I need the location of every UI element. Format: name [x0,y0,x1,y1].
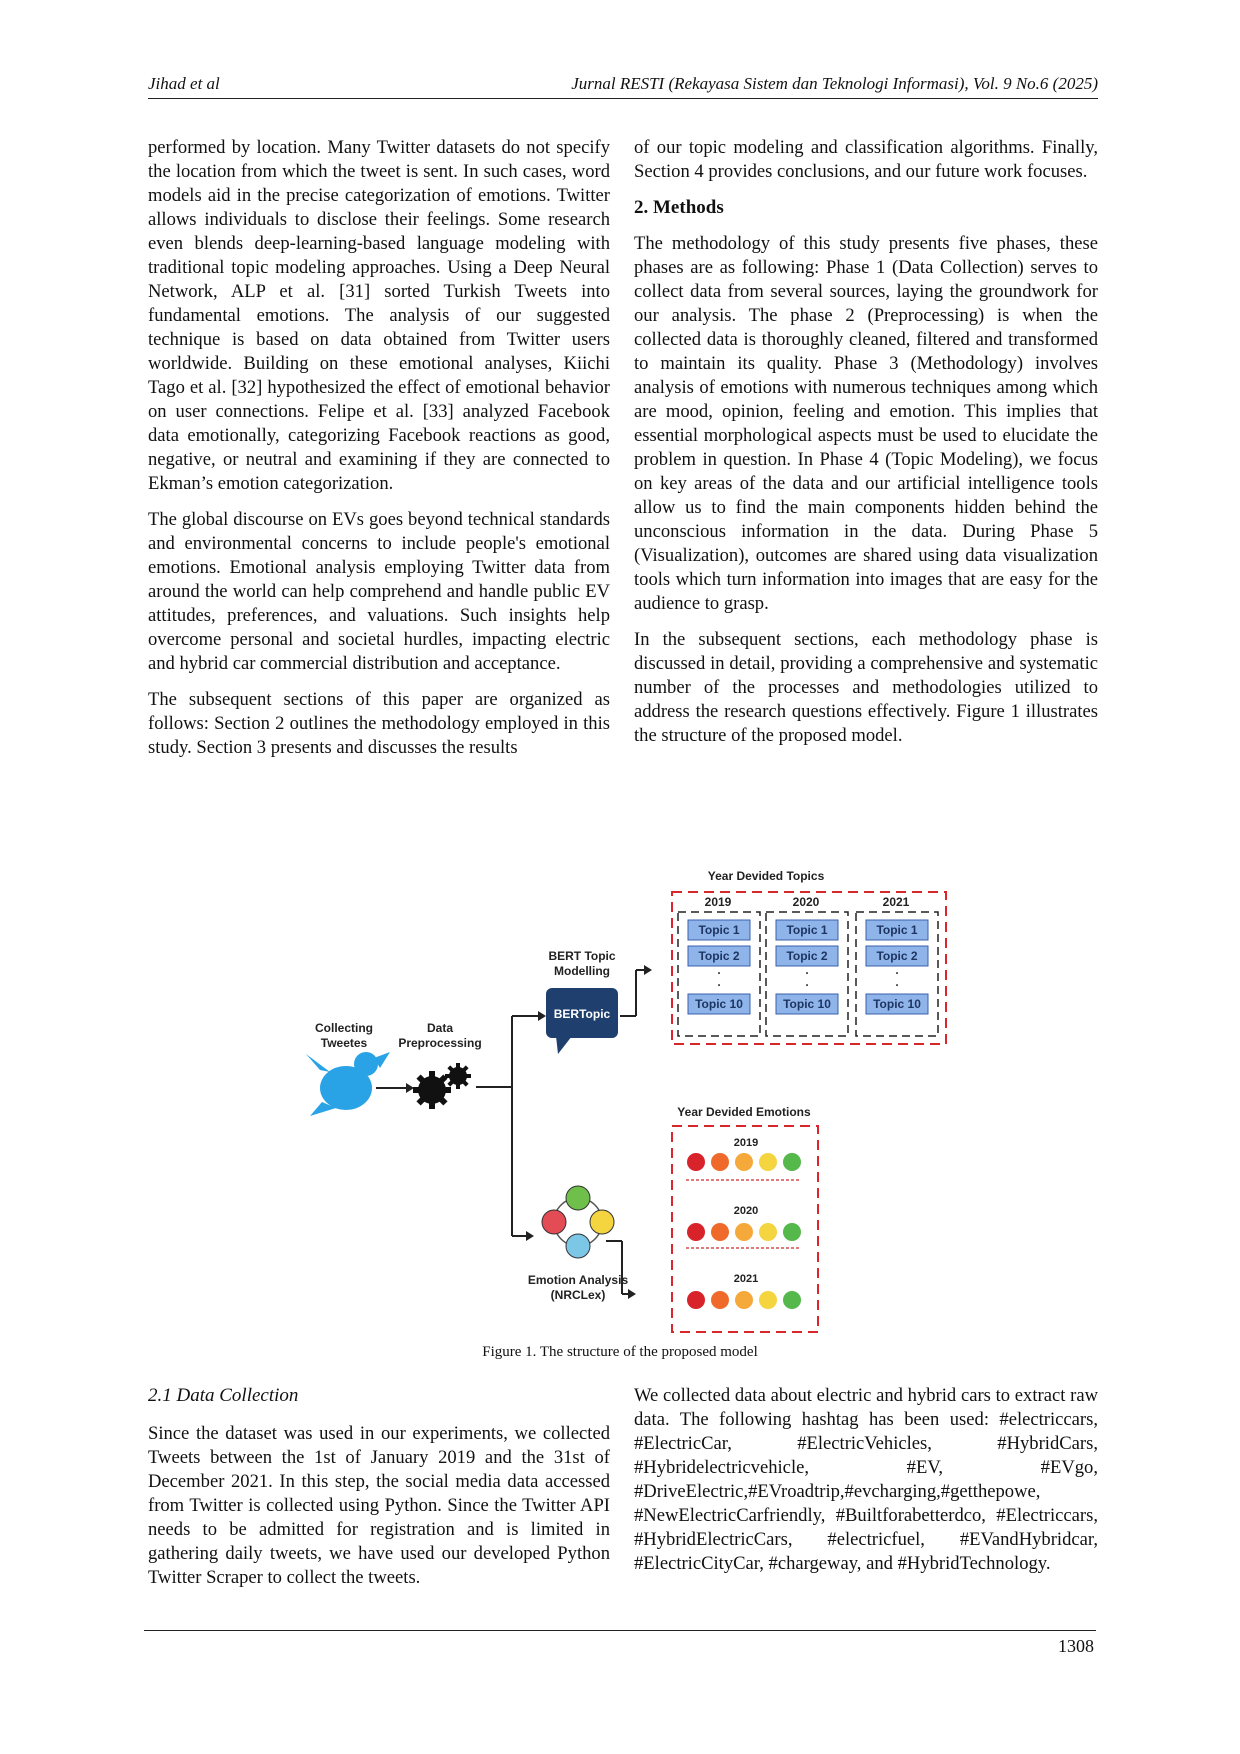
subsection-heading-data-collection: 2.1 Data Collection [148,1385,299,1406]
emotions-panel-border [671,1125,819,1333]
topic-ellipsis: . [717,975,720,989]
figure-proposed-model: Collecting Tweetes Data Preprocessing [300,858,960,1338]
topic-label: Topic 10 [695,997,743,1011]
topic-column-2021: 2021 Topic 1 Topic 2 . . Topic 10 [855,895,939,1037]
emotion-year: 2021 [734,1273,758,1285]
topic-label: Topic 2 [876,949,917,963]
figure-caption: Figure 1. The structure of the proposed … [482,1344,758,1360]
page-number: 1308 [1058,1636,1094,1656]
paragraph: The subsequent sections of this paper ar… [148,689,610,758]
left-column-bottom: 2.1 Data Collection Since the dataset wa… [148,1384,610,1602]
paragraph: We collected data about electric and hyb… [634,1385,1098,1574]
right-column-bottom: We collected data about electric and hyb… [634,1384,1098,1588]
model-diagram: Collecting Tweetes Data Preprocessing [306,869,947,1333]
topics-panel-border [671,891,947,1045]
topic-label: Topic 10 [783,997,831,1011]
emotion-label-1: Emotion Analysis [528,1273,629,1287]
topic-label: Topic 1 [876,923,917,937]
emotion-label-2: (NRCLex) [551,1288,606,1302]
bert-label-1: BERT Topic [548,949,615,963]
paragraph: The global discourse on EVs goes beyond … [148,509,610,674]
paragraph: performed by location. Many Twitter data… [148,137,610,494]
paragraph: In the subsequent sections, each methodo… [634,629,1098,746]
topic-label: Topic 2 [698,949,739,963]
topic-ellipsis: . [805,963,808,977]
emotion-year: 2020 [734,1205,758,1217]
preprocessing-label-2: Preprocessing [398,1036,481,1050]
topic-column-2020: 2020 Topic 1 Topic 2 . . Topic 10 [765,895,849,1037]
section-heading-methods: 2. Methods [634,197,724,218]
topic-ellipsis: . [895,963,898,977]
emotion-scale-2021: 2021 [687,1273,801,1309]
bert-label-2: Modelling [554,964,610,978]
topics-title: Year Devided Topics [708,869,825,883]
topic-year: 2020 [793,895,820,909]
footer-divider [144,1630,1096,1631]
twitter-bird-icon [306,1052,390,1116]
right-column-top: of our topic modeling and classification… [634,136,1098,760]
bertopic-logo-text: BERTopic [554,1007,611,1021]
emotions-title: Year Devided Emotions [677,1105,811,1119]
paragraph: of our topic modeling and classification… [634,137,1098,182]
topic-label: Topic 2 [786,949,827,963]
topic-ellipsis: . [895,975,898,989]
emotion-scale-2019: 2019 [686,1137,801,1181]
emotion-faces-icon [541,1185,615,1259]
paragraph: Since the dataset was used in our experi… [148,1423,610,1588]
bertopic-logo-icon: BERTopic [546,988,618,1054]
topic-column-2019: 2019 Topic 1 Topic 2 . . Topic 10 [677,895,761,1037]
topic-year: 2021 [883,895,910,909]
topic-ellipsis: . [805,975,808,989]
gears-icon [413,1063,471,1109]
left-column-top: performed by location. Many Twitter data… [148,136,610,772]
emotion-scale-2020: 2020 [686,1205,801,1249]
page-header: Jihad et al Jurnal RESTI (Rekayasa Siste… [148,72,1098,99]
topic-ellipsis: . [717,963,720,977]
header-journal: Jurnal RESTI (Rekayasa Sistem dan Teknol… [571,74,1098,93]
topic-label: Topic 10 [873,997,921,1011]
topic-year: 2019 [705,895,732,909]
paragraph: The methodology of this study presents f… [634,233,1098,614]
collecting-label-1: Collecting [315,1021,373,1035]
collecting-label-2: Tweetes [321,1036,368,1050]
header-authors: Jihad et al [148,74,220,93]
emotion-year: 2019 [734,1137,758,1149]
topic-label: Topic 1 [786,923,827,937]
preprocessing-label-1: Data [427,1021,453,1035]
topic-label: Topic 1 [698,923,739,937]
